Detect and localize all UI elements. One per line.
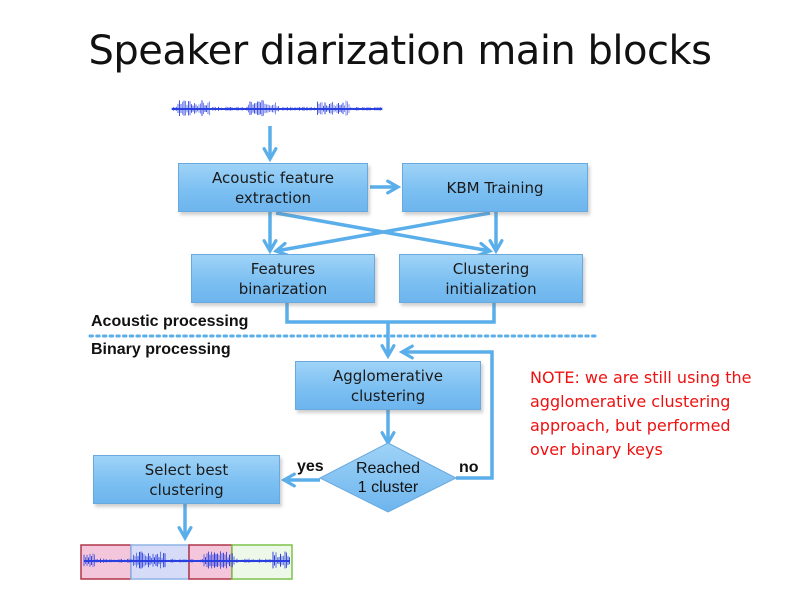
block-line: Select best: [144, 460, 229, 479]
merge-connector: [285, 303, 496, 324]
block-line: clustering: [149, 480, 224, 499]
stage-label-acoustic: Acoustic processing: [91, 313, 249, 330]
decision-line: Reached: [355, 460, 421, 477]
block-line: Clustering: [452, 259, 530, 278]
yes-label: yes: [297, 458, 324, 475]
decision-diamond: [318, 442, 458, 513]
arrow-no-loop: [402, 352, 494, 480]
block-line: binarization: [238, 279, 328, 298]
slide-title: Speaker diarization main blocks: [88, 28, 712, 74]
block-line: Acoustic feature: [212, 168, 334, 187]
block-kbm-training: KBM Training: [402, 163, 588, 212]
block-line: initialization: [445, 279, 537, 298]
block-line: Agglomerative: [332, 366, 443, 385]
decision-text: Reached 1 cluster: [338, 459, 438, 497]
stage-label-binary: Binary processing: [91, 341, 231, 358]
arrow-kbm-to-binarization: [276, 211, 491, 251]
block-line: KBM Training: [446, 178, 544, 197]
block-line: extraction: [234, 188, 312, 207]
no-label: no: [459, 459, 479, 476]
decision-line: 1 cluster: [357, 479, 419, 496]
block-line: clustering: [350, 386, 426, 405]
output-segments: [80, 544, 293, 580]
note-text: NOTE: we are still using the agglomerati…: [530, 368, 752, 459]
block-line: Features: [250, 259, 316, 278]
input-waveform: [171, 100, 383, 117]
output-waveform: [83, 551, 290, 569]
